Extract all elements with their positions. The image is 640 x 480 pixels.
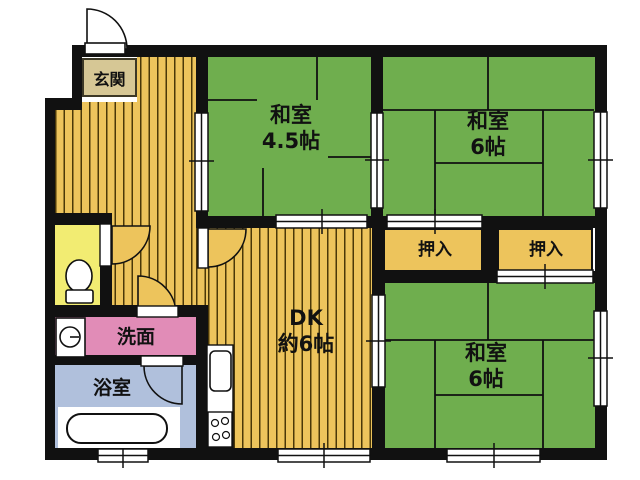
- wall-genkan-left: [72, 45, 82, 110]
- wall-between-top-rooms: [371, 57, 383, 218]
- wall-hall-east: [196, 45, 208, 228]
- toilet-room-floor: [55, 225, 100, 305]
- bathroom-label: 浴室: [93, 375, 131, 401]
- washitsu45-label: 和室 4.5帖: [262, 102, 320, 154]
- wall-toilet-top: [45, 213, 112, 225]
- wall-genkan-step: [45, 98, 82, 110]
- washitsu6-bottom-label: 和室 6帖: [465, 340, 507, 392]
- wall-washroom-bath: [45, 355, 208, 365]
- wall-bottom: [45, 448, 607, 460]
- dk-name: DK: [289, 306, 323, 330]
- genkan-label: 玄関: [82, 58, 137, 97]
- wall-closet-divider: [483, 228, 497, 272]
- wall-hall-south: [45, 305, 208, 317]
- room-washitsu-45-floor: [208, 57, 371, 216]
- genkan-label-text: 玄関: [93, 69, 126, 89]
- washroom-text: 洗面: [116, 326, 156, 348]
- wall-dk-east: [372, 216, 385, 450]
- room-washitsu-6-bottom-floor: [383, 283, 595, 448]
- oshiire1-label: 押入: [418, 240, 452, 260]
- hallway-dk-connector-floor: [196, 228, 208, 307]
- oshiire2-label: 押入: [529, 240, 563, 260]
- washroom-label: 洗面: [117, 324, 155, 350]
- wall-washroom-east: [196, 305, 208, 450]
- dk-size: 約6帖: [277, 332, 335, 356]
- outside-area: [0, 0, 72, 98]
- washitsu45-size: 4.5帖: [261, 129, 321, 153]
- wall-middle-horizontal: [196, 216, 607, 228]
- washitsu6-bottom-name: 和室: [465, 341, 507, 365]
- wall-toilet-east: [100, 213, 112, 317]
- wall-right: [595, 45, 607, 460]
- washitsu6-bottom-size: 6帖: [468, 367, 504, 391]
- wall-top: [72, 45, 607, 57]
- wall-left: [45, 98, 55, 460]
- room-washitsu-6-top-floor: [383, 57, 595, 216]
- dk-label: DK 約6帖: [278, 305, 335, 357]
- washitsu6-top-size: 6帖: [470, 135, 506, 159]
- washitsu6-top-name: 和室: [467, 109, 509, 133]
- washitsu6-top-label: 和室 6帖: [467, 108, 509, 160]
- bathroom-text: 浴室: [92, 377, 132, 399]
- oshiire1-text: 押入: [418, 240, 452, 260]
- wall-closet-bottom: [373, 271, 607, 283]
- oshiire2-text: 押入: [529, 240, 563, 260]
- washitsu45-name: 和室: [269, 103, 312, 127]
